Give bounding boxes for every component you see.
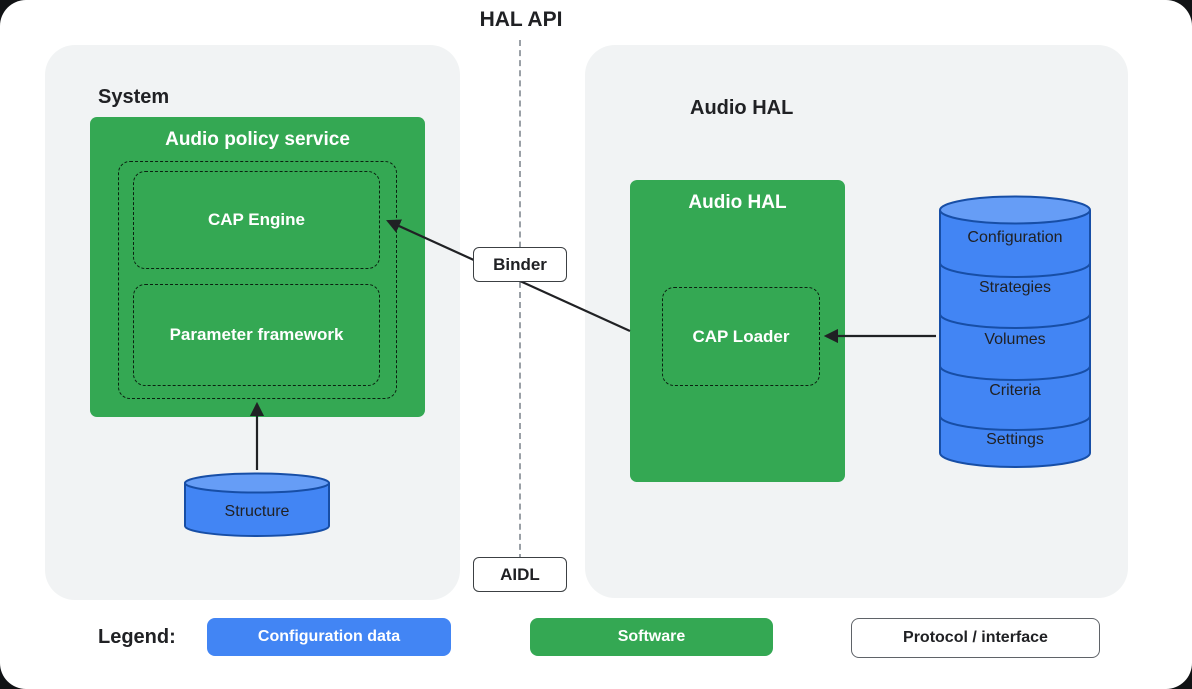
aidl-badge: AIDL <box>473 557 567 592</box>
audio-policy-service-title: Audio policy service <box>165 129 350 150</box>
structure-label: Structure <box>224 503 290 520</box>
aidl-label: AIDL <box>500 564 540 584</box>
legend-item-software: Software <box>530 618 773 656</box>
structure-cylinder-top <box>184 472 330 494</box>
config-stack-divider-1 <box>939 262 1091 278</box>
stack-label-settings: Settings <box>986 431 1044 448</box>
hal-api-boundary-line <box>519 40 521 560</box>
parameter-framework-label: Parameter framework <box>169 325 344 344</box>
legend-item-configuration-data: Configuration data <box>207 618 451 656</box>
audio-policy-service-box: Audio policy service CAP Engine Paramete… <box>90 117 425 417</box>
audio-hal-box-title: Audio HAL <box>688 192 787 213</box>
stack-label-strategies: Strategies <box>978 279 1052 296</box>
config-stack-cylinder <box>939 195 1091 468</box>
config-stack-divider-2 <box>939 313 1091 329</box>
audio-hal-panel: Audio HAL Audio HAL CAP Loader Configura… <box>585 45 1128 598</box>
system-panel-label: System <box>98 86 170 108</box>
audio-hal-panel-label: Audio HAL <box>690 97 794 119</box>
parameter-framework-box: Parameter framework <box>133 284 380 386</box>
stack-label-volumes: Volumes <box>984 331 1046 348</box>
cap-loader-box: CAP Loader <box>662 287 820 386</box>
config-stack-divider-4 <box>939 415 1091 431</box>
stack-label-criteria: Criteria <box>989 382 1041 399</box>
binder-label: Binder <box>493 254 547 274</box>
structure-cylinder-body <box>184 483 330 537</box>
structure-cylinder <box>184 472 330 537</box>
cap-engine-box: CAP Engine <box>133 171 380 269</box>
config-stack-divider-3 <box>939 365 1091 381</box>
audio-hal-box: Audio HAL CAP Loader <box>630 180 845 482</box>
cap-loader-label: CAP Loader <box>692 326 790 346</box>
system-panel: System Audio policy service CAP Engine P… <box>45 45 460 600</box>
binder-badge: Binder <box>473 247 567 282</box>
legend-label: Legend: <box>98 626 176 648</box>
cap-engine-label: CAP Engine <box>208 210 305 229</box>
legend-item-protocol-interface: Protocol / interface <box>851 618 1100 658</box>
diagram-title: HAL API <box>479 8 563 31</box>
config-stack-top <box>939 195 1091 225</box>
stack-label-configuration: Configuration <box>967 229 1063 246</box>
